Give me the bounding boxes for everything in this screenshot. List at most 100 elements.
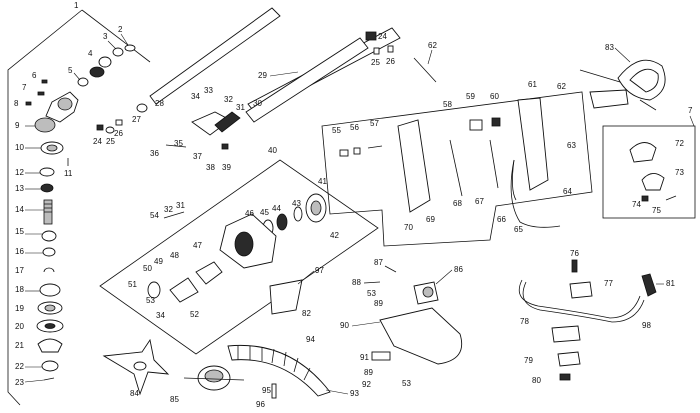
callout-30: 30 — [253, 99, 262, 108]
part-28-inner-shaft — [149, 7, 281, 105]
callout-38: 38 — [206, 163, 215, 172]
callout-55: 55 — [332, 126, 341, 135]
callout-60: 60 — [490, 92, 499, 101]
callout-81: 81 — [666, 279, 675, 288]
callout-50: 50 — [143, 264, 152, 273]
part-90-guard — [379, 307, 463, 365]
callout-14: 14 — [15, 205, 24, 214]
callout-21: 21 — [15, 341, 24, 350]
part-7-screw — [37, 91, 45, 96]
callout-54: 54 — [150, 211, 159, 220]
callout-62-top: 62 — [428, 41, 437, 50]
callout-11: 11 — [64, 169, 73, 178]
group-7-box — [602, 125, 696, 219]
callout-93: 93 — [350, 389, 359, 398]
callout-6: 6 — [32, 71, 37, 80]
callout-24-left: 24 — [93, 137, 102, 146]
part-12-washer — [39, 167, 55, 177]
part-48-clutch-shoe — [169, 277, 199, 303]
callout-75: 75 — [652, 206, 661, 215]
callout-83: 83 — [605, 43, 614, 52]
callout-86: 86 — [454, 265, 463, 274]
callout-13: 13 — [15, 184, 24, 193]
part-78-clamp — [551, 325, 581, 343]
handle-clamp-group: 7 72 73 74 75 — [602, 106, 696, 219]
callout-61: 61 — [528, 80, 537, 89]
handle-grip — [517, 97, 549, 191]
callout-89: 89 — [374, 299, 383, 308]
guard-bracket-group: 86 87 88 53 89 90 91 89 92 53 — [340, 258, 463, 389]
callout-18: 18 — [15, 285, 24, 294]
callout-34: 34 — [191, 92, 200, 101]
callout-36: 36 — [150, 149, 159, 158]
callout-29: 29 — [258, 71, 267, 80]
part-8-screw — [25, 101, 32, 106]
skirt-group: 97 82 94 93 — [227, 266, 359, 398]
part-21-cover — [37, 338, 63, 353]
callout-56: 56 — [350, 123, 359, 132]
callout-43: 43 — [292, 199, 301, 208]
callout-45: 45 — [260, 208, 269, 217]
callout-62-right: 62 — [557, 82, 566, 91]
callout-32-top: 32 — [224, 95, 233, 104]
callout-73: 73 — [675, 168, 684, 177]
callout-98: 98 — [642, 321, 651, 330]
callout-90: 90 — [340, 321, 349, 330]
callout-96: 96 — [256, 400, 265, 409]
callout-77: 77 — [604, 279, 613, 288]
callout-24-top: 24 — [378, 32, 387, 41]
callout-7-right: 7 — [688, 106, 693, 115]
callout-78: 78 — [520, 317, 529, 326]
part-79-clamp — [557, 351, 581, 367]
throttle-group: 55 56 57 58 59 60 61 62 63 64 65 66 67 6… — [321, 80, 593, 247]
callout-66: 66 — [497, 215, 506, 224]
part-81-grip — [641, 273, 657, 297]
part-72-clamp — [629, 142, 657, 163]
callout-92: 92 — [362, 380, 371, 389]
callout-40: 40 — [268, 146, 277, 155]
handle-housing — [397, 119, 431, 213]
callout-4: 4 — [88, 49, 93, 58]
callout-10: 10 — [15, 143, 24, 152]
callout-37: 37 — [193, 152, 202, 161]
callout-69: 69 — [426, 215, 435, 224]
callout-53: 53 — [146, 296, 155, 305]
callout-26-left: 26 — [114, 129, 123, 138]
gear-head-group: 1 2 3 4 5 6 7 8 9 10 — [7, 1, 151, 406]
callout-97: 97 — [315, 266, 324, 275]
callout-34-bottom: 34 — [156, 311, 165, 320]
callout-59: 59 — [466, 92, 475, 101]
callout-22: 22 — [15, 362, 24, 371]
callout-41: 41 — [318, 177, 327, 186]
callout-42: 42 — [330, 231, 339, 240]
callout-20: 20 — [15, 322, 24, 331]
callout-47: 47 — [193, 241, 202, 250]
callout-95: 95 — [262, 386, 271, 395]
part-4-bearing-b — [89, 66, 105, 78]
callout-94: 94 — [306, 335, 315, 344]
callout-32-mid: 32 — [164, 205, 173, 214]
callout-91: 91 — [360, 353, 369, 362]
part-9-gear-case — [34, 117, 56, 133]
callout-28: 28 — [155, 99, 164, 108]
callout-72: 72 — [675, 139, 684, 148]
callout-79: 79 — [524, 356, 533, 365]
part-76-bolt — [571, 259, 578, 273]
part-77-clamp — [569, 281, 593, 299]
callout-33: 33 — [204, 86, 213, 95]
callout-51: 51 — [128, 280, 137, 289]
part-18-spacer — [39, 283, 61, 297]
callout-19: 19 — [15, 304, 24, 313]
callout-46: 46 — [245, 209, 254, 218]
callout-53-guard: 53 — [367, 289, 376, 298]
part-44-bearing — [276, 213, 288, 231]
callout-85: 85 — [170, 395, 179, 404]
callout-17: 17 — [15, 266, 24, 275]
callout-25-left: 25 — [106, 137, 115, 146]
part-2-circlip — [124, 44, 136, 52]
callout-26-top: 26 — [386, 57, 395, 66]
callout-7: 7 — [22, 83, 27, 92]
callout-58: 58 — [443, 100, 452, 109]
